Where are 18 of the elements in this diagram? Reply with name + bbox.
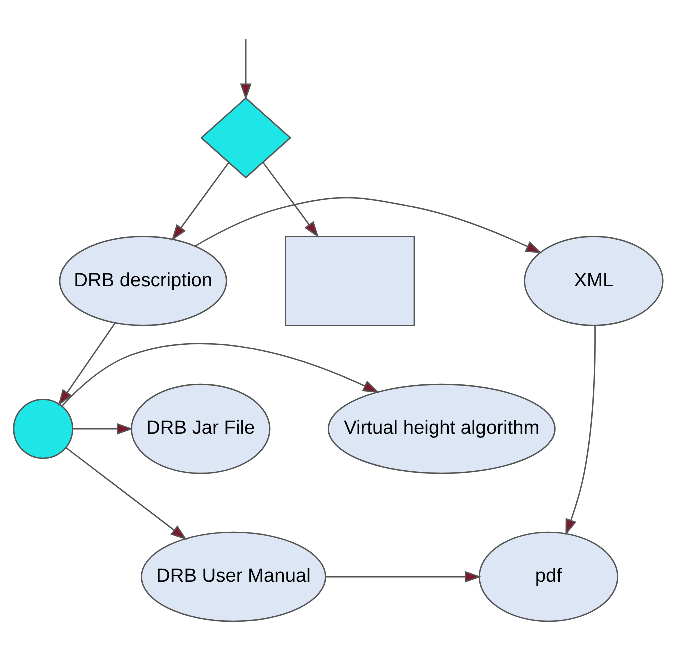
node-circle [13, 398, 74, 460]
arrow [326, 571, 482, 583]
node-ellipse: DRB Jar File [131, 384, 271, 474]
arrow [172, 162, 230, 242]
node-diamond [200, 97, 292, 179]
node-ellipse: DRB description [59, 236, 228, 326]
node-ellipse: pdf [478, 532, 619, 622]
arrow [195, 197, 542, 254]
node-ellipse: DRB User Manual [140, 532, 326, 622]
arrow [62, 343, 380, 407]
arrow [240, 40, 252, 100]
arrow [566, 326, 596, 536]
node-ellipse: Virtual height algorithm [328, 384, 556, 474]
arrow [262, 162, 320, 238]
arrow [72, 423, 134, 435]
node-box [285, 236, 416, 326]
arrow [58, 323, 116, 406]
arrow [66, 447, 188, 540]
